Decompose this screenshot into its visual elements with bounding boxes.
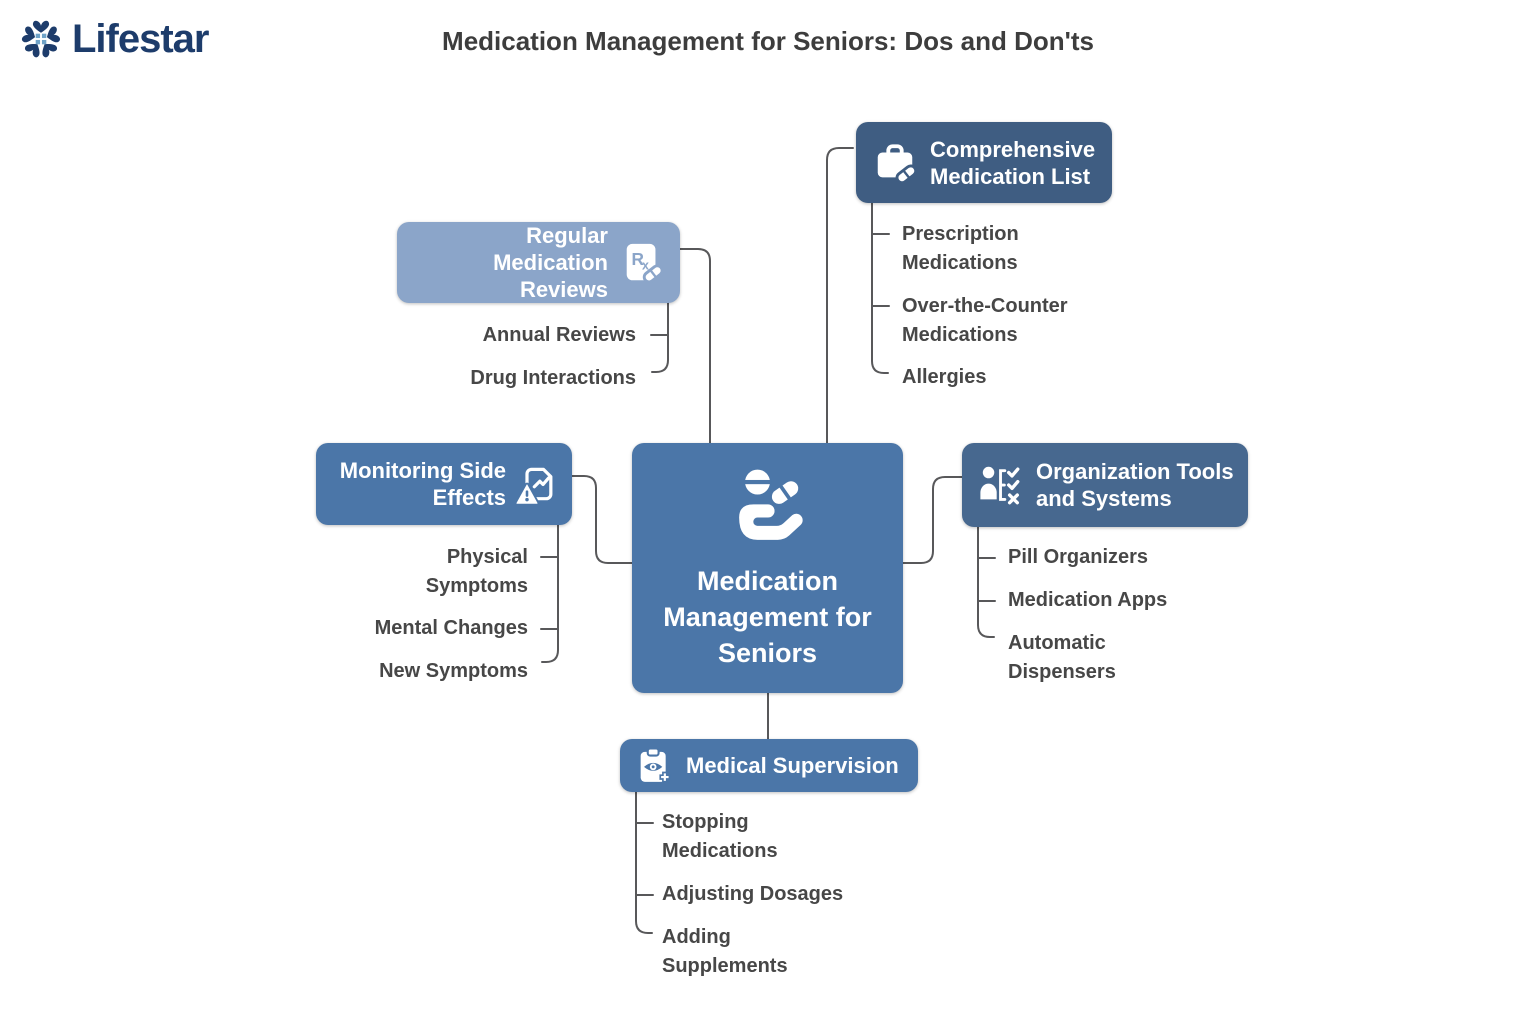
branch-node-label: Organization Tools and Systems <box>1036 459 1234 511</box>
lifestar-logo: Lifestar <box>16 12 209 66</box>
logo-wordmark: Lifestar <box>72 16 209 61</box>
node-organization-tools-systems[interactable]: Organization Tools and Systems <box>962 443 1248 527</box>
node-medical-supervision[interactable]: Medical Supervision <box>620 739 918 792</box>
connector-comprehensive-to-center <box>826 147 854 444</box>
svg-text:R: R <box>632 248 645 268</box>
clipboard-eye-icon <box>640 746 671 782</box>
connector-monitoring-to-center <box>571 475 633 564</box>
leaf-stopping-medications[interactable]: Stopping Medications <box>662 811 778 862</box>
leaf-adding-supplements[interactable]: Adding Supplements <box>662 926 788 977</box>
leaf-mental-changes[interactable]: Mental Changes <box>374 617 528 639</box>
page-title: Medication Management for Seniors: Dos a… <box>442 26 1094 56</box>
leaf-drug-interactions[interactable]: Drug Interactions <box>470 367 636 389</box>
branch-node-label: Medical Supervision <box>686 753 899 778</box>
leaf-adjusting-dosages[interactable]: Adjusting Dosages <box>662 883 844 905</box>
person-checklist-icon <box>980 466 1020 505</box>
report-warning-icon <box>516 467 553 506</box>
connector-organization-children <box>977 526 996 638</box>
node-monitoring-side-effects[interactable]: Monitoring Side Effects <box>316 443 572 525</box>
connector-regular-to-center <box>679 248 711 444</box>
leaf-new-symptoms[interactable]: New Symptoms <box>379 660 528 682</box>
leaf-allergies[interactable]: Allergies <box>902 366 987 388</box>
svg-text:x: x <box>642 258 649 272</box>
leaf-pill-organizers[interactable]: Pill Organizers <box>1008 546 1149 568</box>
connector-monitoring-children <box>540 524 559 663</box>
lifestar-star-icon <box>21 20 61 58</box>
center-node-label: Medication Management for Seniors <box>663 566 872 668</box>
leaf-medication-apps[interactable]: Medication Apps <box>1008 589 1168 611</box>
connector-comprehensive-children <box>871 202 890 374</box>
branch-node-label: Monitoring Side Effects <box>339 458 506 510</box>
connector-regular-children <box>650 302 669 373</box>
node-medication-management-center[interactable]: Medication Management for Seniors <box>632 443 903 693</box>
leaf-otc-medications[interactable]: Over-the-Counter Medications <box>902 295 1068 346</box>
node-regular-medication-reviews[interactable]: Regular Medication Reviews R x <box>397 222 680 303</box>
hand-holding-pills-icon <box>738 469 803 540</box>
leaf-annual-reviews[interactable]: Annual Reviews <box>482 324 636 346</box>
node-comprehensive-medication-list[interactable]: Comprehensive Medication List <box>856 122 1112 203</box>
leaf-physical-symptoms[interactable]: Physical Symptoms <box>425 546 528 597</box>
prescription-rx-icon: R x <box>626 243 664 283</box>
connector-center-to-organization <box>902 476 963 564</box>
connector-supervision-children <box>635 791 654 934</box>
medical-kit-icon <box>877 143 918 184</box>
leaf-automatic-dispensers[interactable]: Automatic Dispensers <box>1008 632 1116 683</box>
branch-node-label: Comprehensive Medication List <box>930 136 1096 189</box>
leaf-prescription-medications[interactable]: Prescription Medications <box>902 223 1019 274</box>
branch-node-label: Regular Medication Reviews <box>493 223 608 302</box>
